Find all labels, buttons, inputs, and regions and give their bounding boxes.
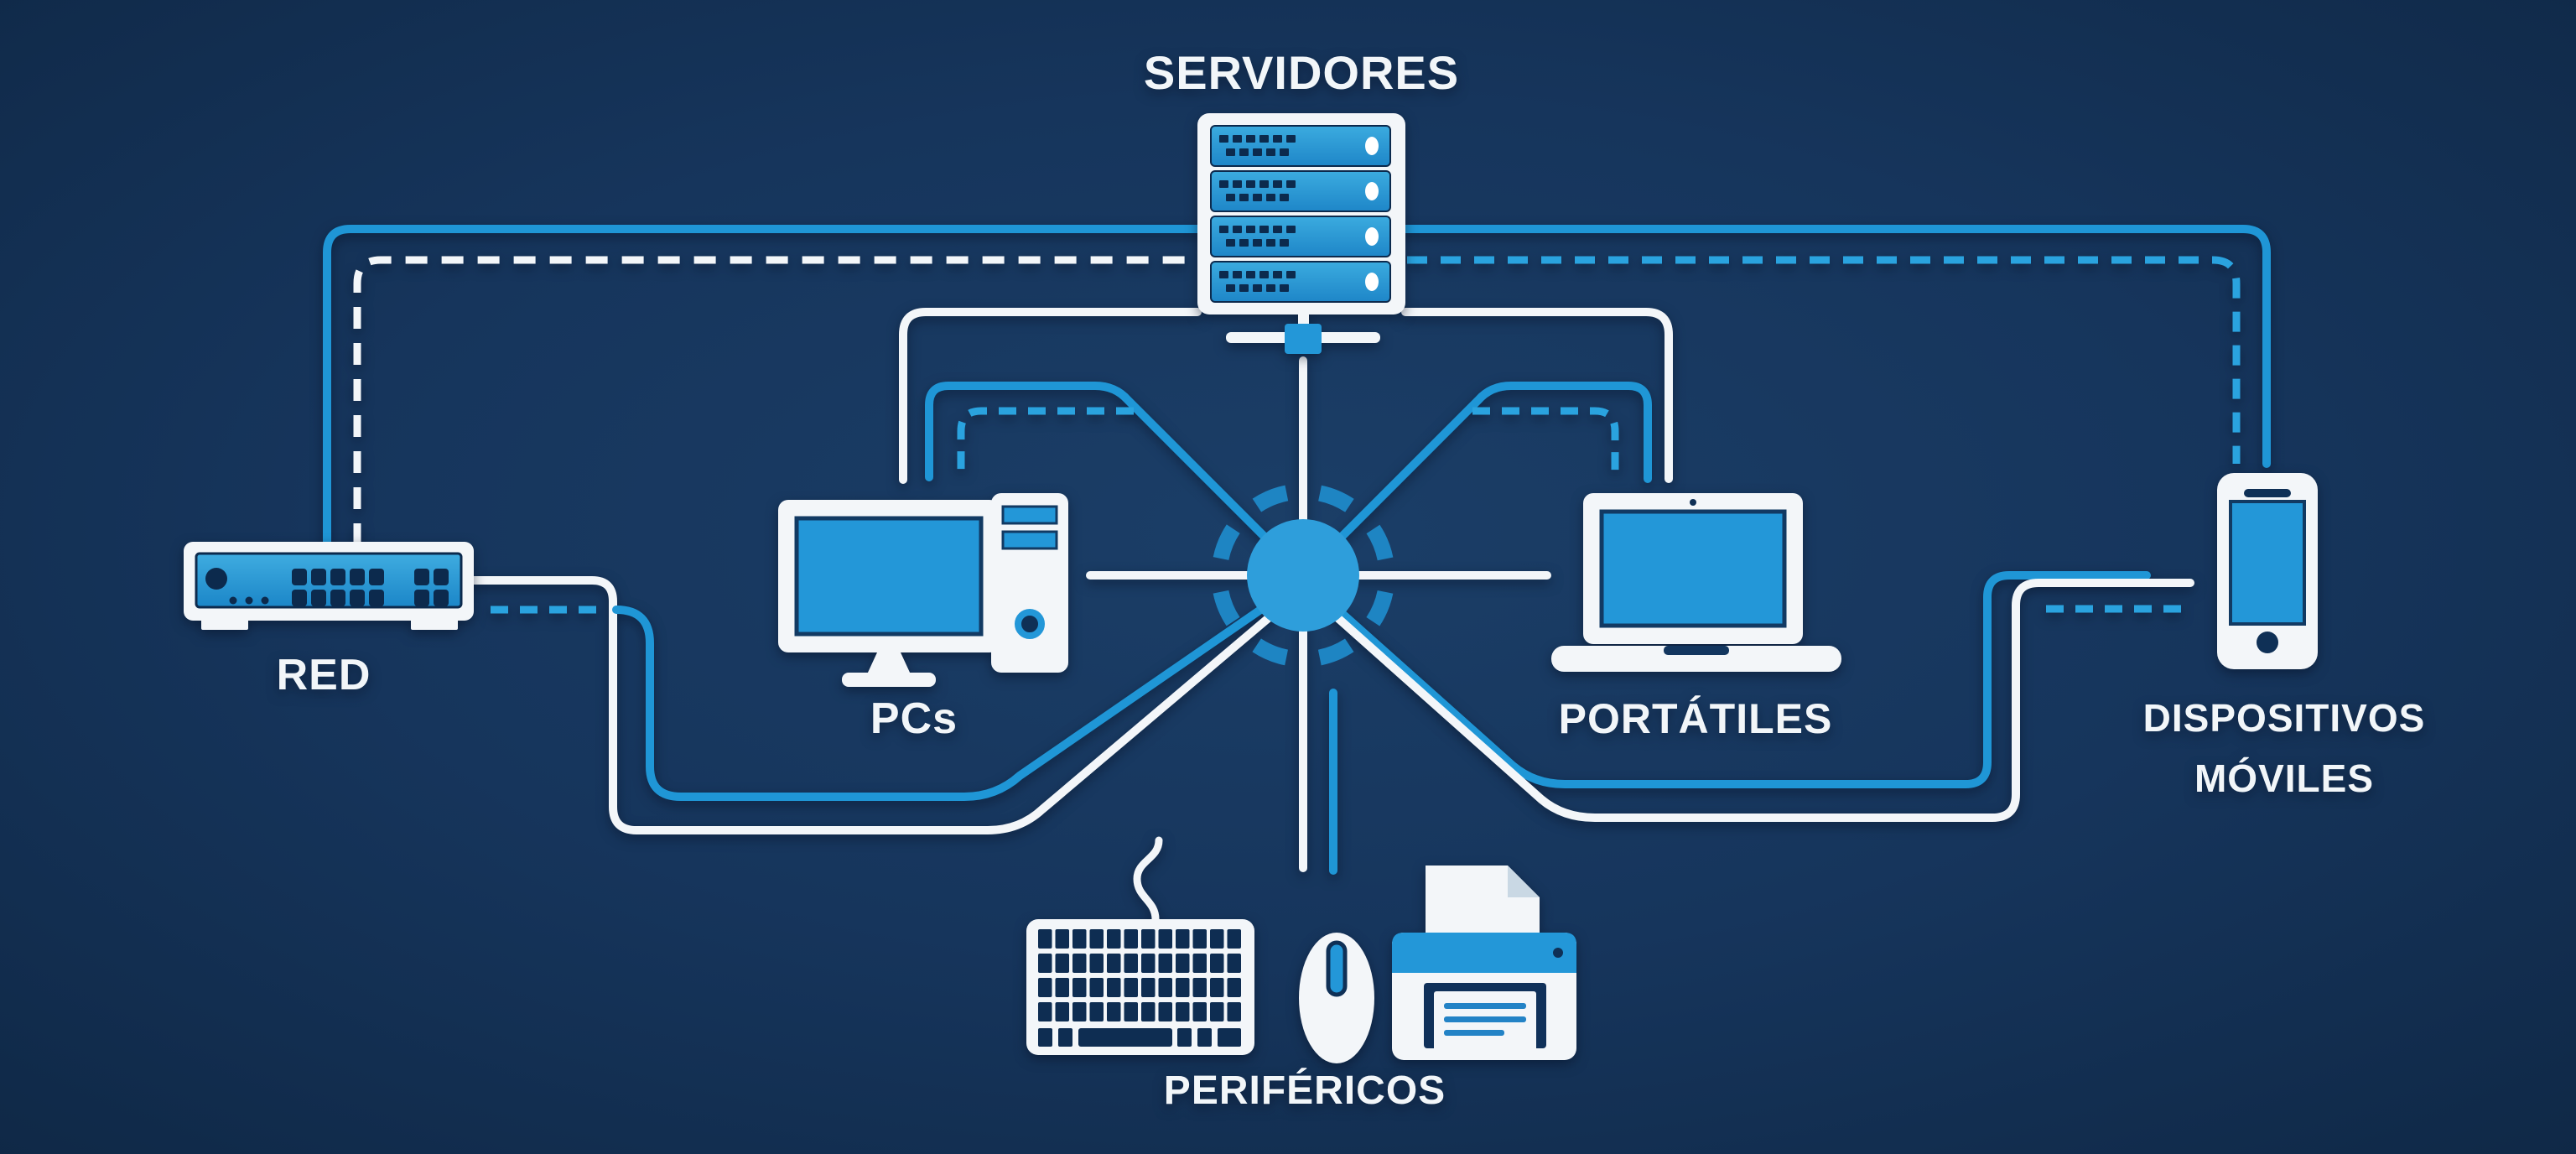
keyboard-icon xyxy=(1026,836,1254,1055)
mouse-icon xyxy=(1299,933,1374,1063)
connection-red-hub-white xyxy=(465,576,1307,834)
connection-lines xyxy=(323,225,2271,875)
printer-icon xyxy=(1392,866,1576,1060)
pc-screen xyxy=(794,516,984,637)
switch-power-led xyxy=(205,568,227,590)
pc-power-button xyxy=(1015,609,1045,639)
laptop-icon xyxy=(1551,493,1841,672)
server-rack-icon xyxy=(1197,113,1405,354)
connection-hub-laptop-blue xyxy=(1299,382,1652,580)
connection-hub-mobile-blue xyxy=(1299,571,2151,788)
phone-speaker xyxy=(2244,489,2291,497)
label-pcs: PCs xyxy=(870,694,958,743)
label-servidores: SERVIDORES xyxy=(1144,46,1459,99)
switch-ports xyxy=(292,569,449,606)
icons xyxy=(184,113,2318,1063)
desktop-pc-icon xyxy=(778,493,1068,687)
label-dispositivos-moviles-line2: MÓVILES xyxy=(2194,756,2374,800)
keyboard-cable xyxy=(1133,836,1163,923)
server-led-lights xyxy=(1365,137,1379,291)
label-dispositivos-moviles-line1: DISPOSITIVOS xyxy=(2143,696,2426,740)
connection-red-hub-solid-blue xyxy=(612,576,1307,801)
printer-top-band xyxy=(1392,933,1576,973)
mouse-scroll-wheel xyxy=(1326,940,1348,997)
label-portatiles: PORTÁTILES xyxy=(1559,695,1833,742)
phone-home-button xyxy=(2257,632,2278,653)
laptop-camera xyxy=(1690,499,1696,506)
server-unit-switch-dots xyxy=(1219,135,1296,292)
switch-status-dots xyxy=(229,596,269,605)
keyboard-spacebar xyxy=(1078,1028,1172,1047)
labels: SERVIDORES RED PCs PORTÁTILES DISPOSITIV… xyxy=(277,46,2426,1113)
laptop-screen xyxy=(1599,509,1787,628)
connection-red-servers-top-dashed-white xyxy=(353,256,1196,545)
connection-hub-mobile-white xyxy=(1299,579,2194,822)
smartphone-icon xyxy=(2217,473,2318,669)
network-switch-icon xyxy=(184,542,474,630)
keyboard-bottom-row xyxy=(1038,1028,1241,1047)
hub-core xyxy=(1247,519,1359,632)
connection-servers-mobile-top-dashed-blue xyxy=(1407,256,2241,464)
connection-servers-pcs-white xyxy=(899,308,1202,484)
central-hub xyxy=(1211,483,1395,668)
label-red: RED xyxy=(277,651,371,699)
label-perifericos: PERIFÉRICOS xyxy=(1164,1068,1446,1113)
connection-hub-pcs-blue xyxy=(925,382,1307,580)
phone-screen xyxy=(2229,500,2306,626)
keyboard-keys xyxy=(1038,929,1242,1027)
connection-servers-laptop-white xyxy=(1401,308,1673,483)
connection-hub-pcs-dashed-blue xyxy=(957,407,1134,473)
connection-hub-laptop-dashed-blue xyxy=(1472,407,1619,474)
